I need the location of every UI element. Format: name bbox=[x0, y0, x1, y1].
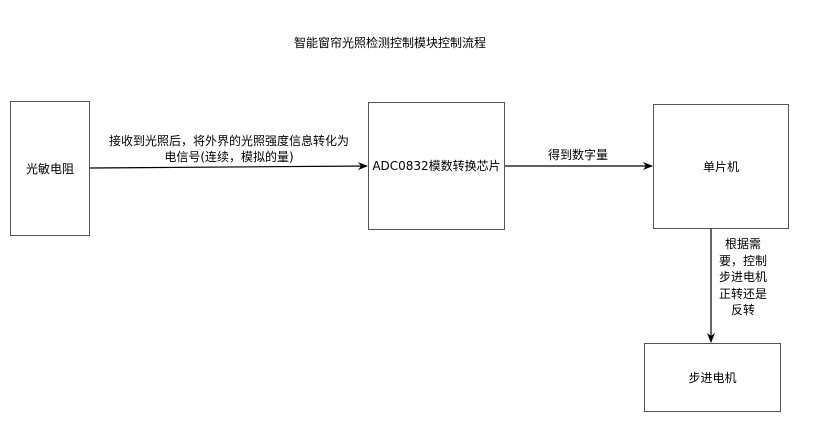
diagram-title: 智能窗帘光照检测控制模块控制流程 bbox=[293, 36, 486, 50]
node-microcontroller[interactable]: 单片机 bbox=[653, 104, 789, 229]
edge-photoresistor-to-adc bbox=[89, 162, 368, 171]
edge-label-digital-value: 得到数字量 bbox=[538, 147, 618, 163]
node-label: 步进电机 bbox=[688, 370, 737, 385]
node-adc-chip[interactable]: ADC0832模数转换芯片 bbox=[368, 102, 505, 230]
node-photoresistor[interactable]: 光敏电阻 bbox=[10, 101, 90, 236]
node-label: 单片机 bbox=[702, 159, 739, 174]
node-label: ADC0832模数转换芯片 bbox=[372, 159, 501, 173]
edge-label-light-to-signal: 接收到光照后，将外界的光照强度信息转化为电信号(连续，模拟的量) bbox=[104, 133, 354, 165]
edge-label-motor-control: 根据需要，控制步进电机正转还是反转 bbox=[718, 236, 768, 319]
node-label: 光敏电阻 bbox=[25, 161, 74, 176]
node-stepper-motor[interactable]: 步进电机 bbox=[644, 343, 781, 412]
